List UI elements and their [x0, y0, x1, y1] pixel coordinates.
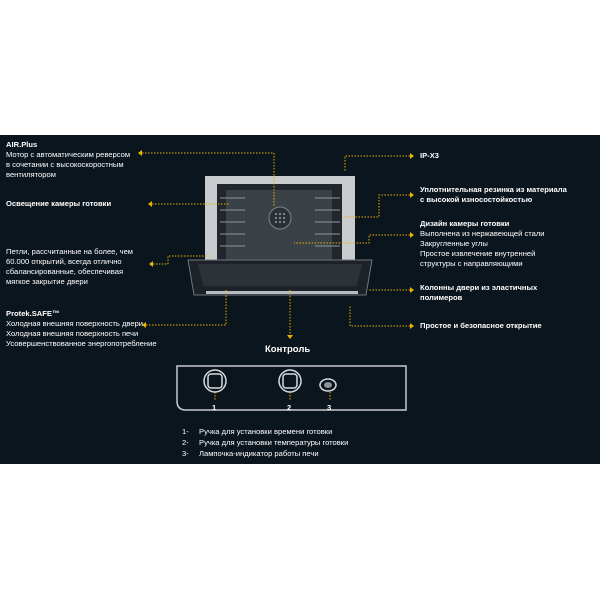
- legend-row: 1- Ручка для установки времени готовки: [182, 426, 348, 437]
- door-handle: [206, 291, 358, 294]
- legend-number: 2-: [182, 438, 189, 447]
- legend-number: 1-: [182, 427, 189, 436]
- door-glass: [198, 264, 362, 286]
- label-protek-title: Protek.SAFE™: [6, 309, 60, 318]
- indicator-lamp: [319, 378, 337, 392]
- control-panel: [176, 365, 407, 411]
- leader-lines: [142, 152, 410, 400]
- label-lighting: Освещение камеры готовки: [6, 199, 112, 208]
- knob-marker-1: 1: [212, 403, 217, 412]
- label-design-line: структуры с направляющими: [420, 259, 523, 268]
- label-gasket-line: Уплотнительная резинка из материала: [420, 185, 567, 194]
- legend-row: 2- Ручка для установки температуры готовк…: [182, 437, 348, 448]
- label-columns: Колонны двери из эластичных полимеров: [420, 283, 537, 303]
- legend-row: 3- Лампочка-индикатор работы печи: [182, 448, 348, 459]
- label-design: Дизайн камеры готовки Выполнена из нержа…: [420, 219, 545, 269]
- knob-1: [203, 369, 227, 393]
- oven-rails: [220, 197, 340, 247]
- legend-number: 3-: [182, 449, 189, 458]
- control-panel-outline: [176, 365, 407, 411]
- indicator-marker-3: 3: [327, 403, 332, 412]
- label-design-title: Дизайн камеры готовки: [420, 219, 510, 228]
- leader-design: [294, 234, 410, 244]
- leader-arrows: [138, 150, 414, 339]
- leader-opening: [349, 305, 410, 327]
- control-title: Контроль: [265, 344, 311, 355]
- knob-2: [278, 369, 302, 393]
- label-airplus: AIR.Plus Мотор с автоматическим реверсом…: [6, 140, 130, 180]
- label-gasket-line: с высокой износостойкостью: [420, 195, 533, 204]
- label-airplus-line: вентилятором: [6, 170, 56, 179]
- leader-airplus: [142, 152, 275, 206]
- label-airplus-title: AIR.Plus: [6, 140, 38, 149]
- leader-protek: [146, 290, 227, 326]
- leader-hinges: [153, 255, 211, 265]
- legend-text: Ручка для установки времени готовки: [199, 427, 333, 436]
- label-airplus-line: в сочетании с высокоскоростным: [6, 160, 124, 169]
- fan-grille-holes: [275, 213, 285, 223]
- label-protek-line: Холодная внешняя поверхность печи: [6, 329, 139, 338]
- label-protek-line: Холодная внешняя поверхность двери: [6, 319, 144, 328]
- label-design-line: Закругленные углы: [420, 239, 488, 248]
- label-columns-line: полимеров: [420, 293, 463, 302]
- control-legend: 1- Ручка для установки времени готовки 2-…: [182, 426, 348, 459]
- label-protek-line: Усовершенствованное энергопотребление: [6, 339, 157, 348]
- label-hinges-line: сбалансированные, обеспечивая: [6, 267, 124, 276]
- label-hinges-line: мягкое закрытие двери: [6, 277, 88, 286]
- label-hinges-line: 60.000 открытий, всегда отлично: [6, 257, 122, 266]
- label-ipx3: IP-X3: [420, 151, 439, 160]
- label-protek: Protek.SAFE™ Холодная внешняя поверхност…: [6, 309, 157, 349]
- leader-ipx3: [344, 155, 410, 172]
- leader-gasket: [342, 194, 410, 218]
- label-opening: Простое и безопасное открытие: [420, 321, 542, 330]
- label-design-line: Выполнена из нержавеющей стали: [420, 229, 545, 238]
- label-hinges: Петли, рассчитанные на более, чем 60.000…: [6, 247, 133, 287]
- legend-text: Лампочка-индикатор работы печи: [199, 449, 319, 458]
- label-hinges-line: Петли, рассчитанные на более, чем: [6, 247, 134, 256]
- oven-illustration: [187, 176, 373, 296]
- knob-marker-2: 2: [287, 403, 292, 412]
- label-design-line: Простое извлечение внутренней: [420, 249, 536, 258]
- label-gasket: Уплотнительная резинка из материала с вы…: [420, 185, 567, 205]
- label-columns-line: Колонны двери из эластичных: [420, 283, 538, 292]
- legend-text: Ручка для установки температуры готовки: [199, 438, 349, 447]
- label-airplus-line: Мотор с автоматическим реверсом: [6, 150, 131, 159]
